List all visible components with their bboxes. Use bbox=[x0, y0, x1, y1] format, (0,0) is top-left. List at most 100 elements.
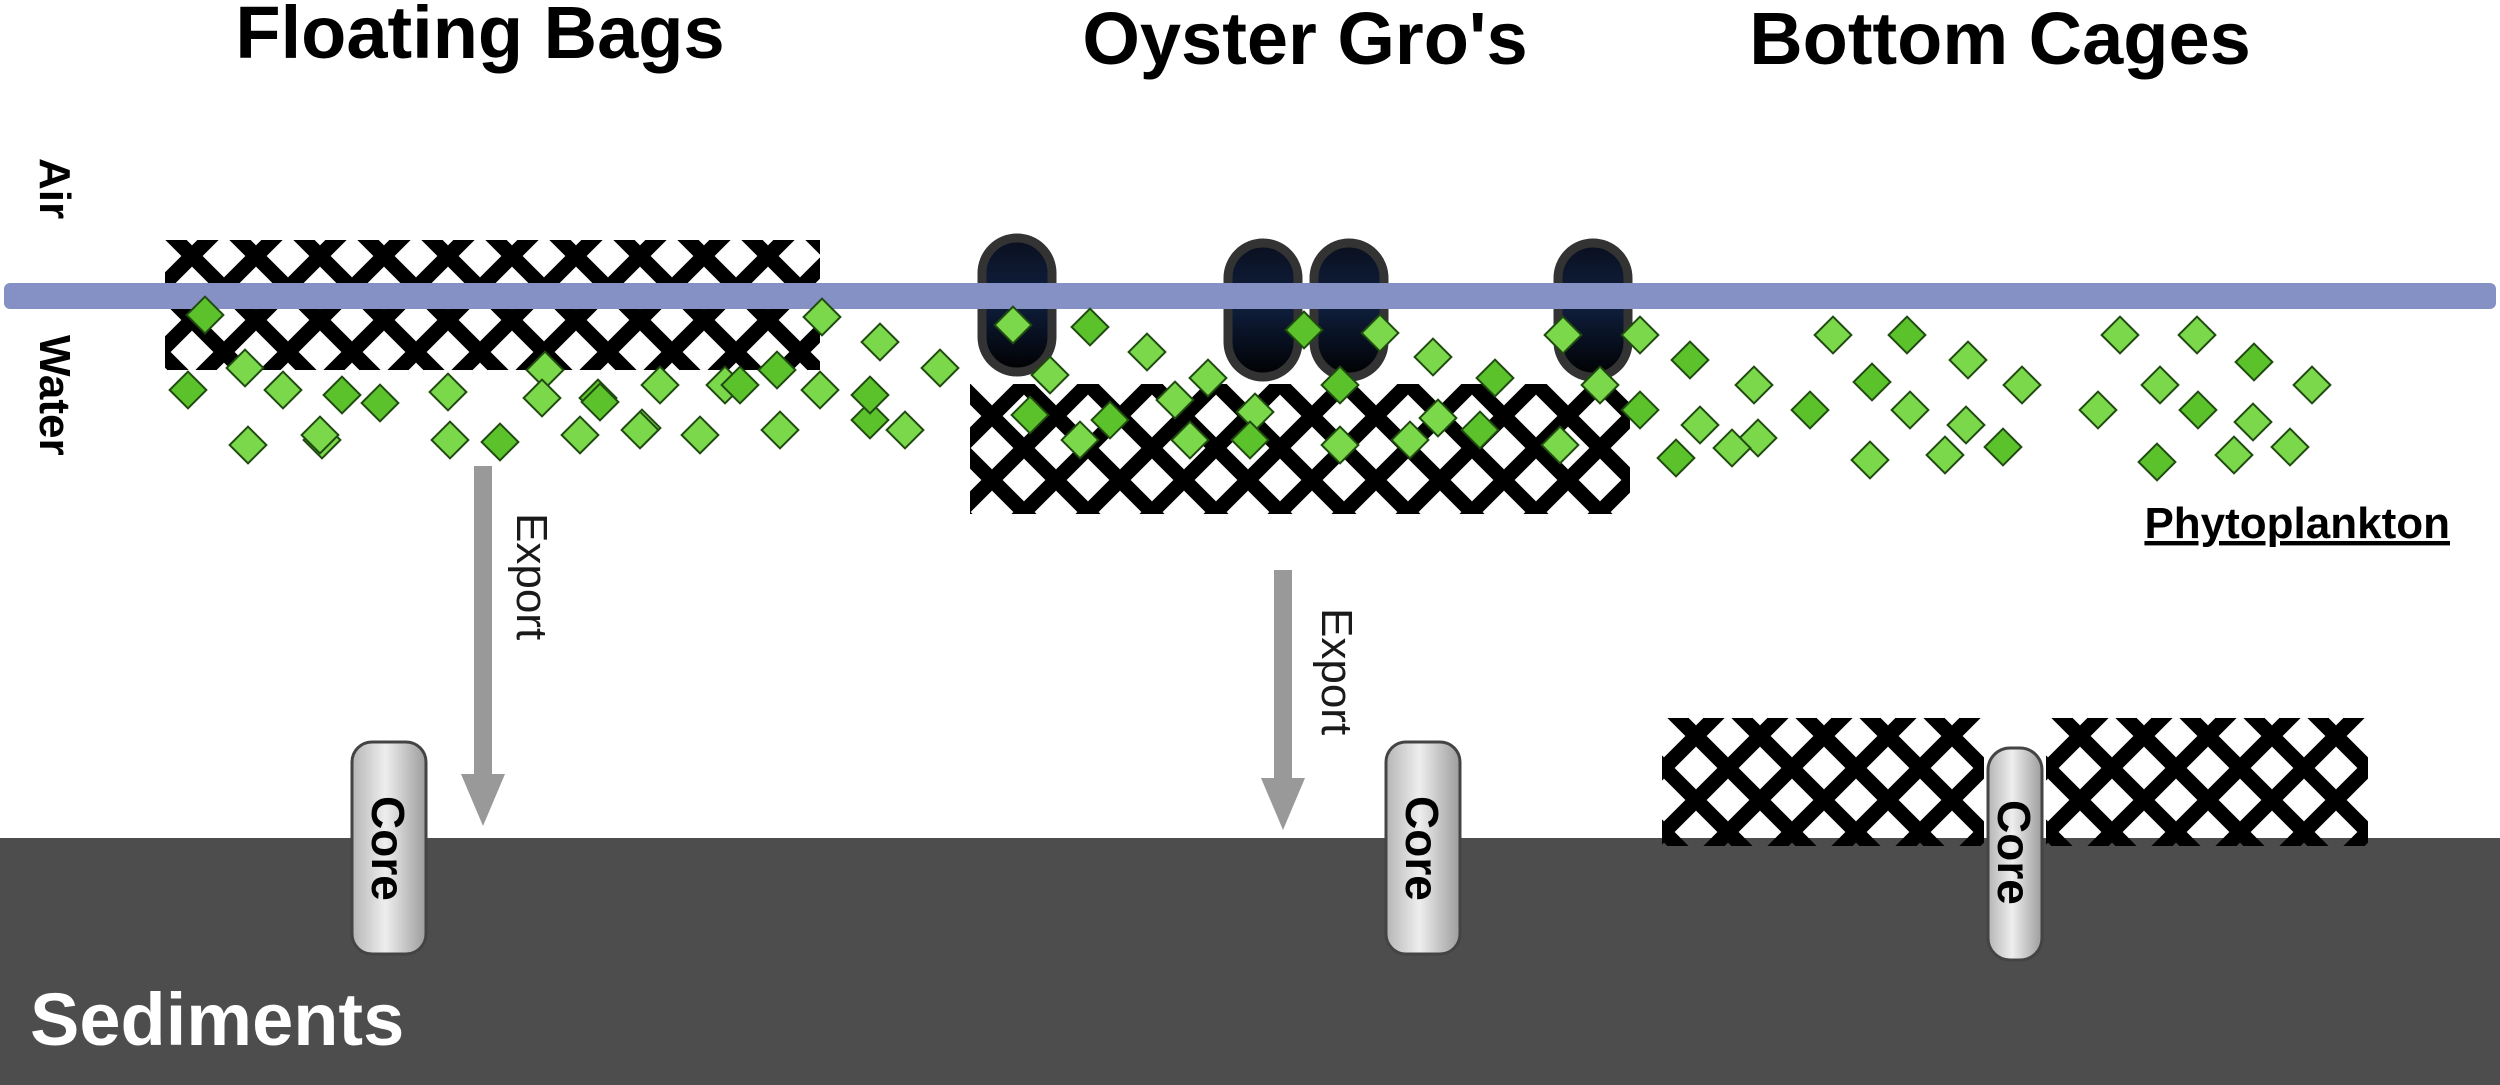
phytoplankton-particle bbox=[1127, 332, 1167, 372]
phytoplankton-particle bbox=[860, 322, 900, 362]
phytoplankton-particle bbox=[757, 350, 797, 390]
phytoplankton-particle bbox=[1948, 340, 1988, 380]
phytoplankton-particle bbox=[263, 370, 303, 410]
phytoplankton-particle bbox=[1360, 313, 1400, 353]
phytoplankton-particle bbox=[680, 415, 720, 455]
phytoplankton-particle bbox=[2137, 442, 2177, 482]
phytoplankton-particle bbox=[993, 305, 1033, 345]
bottom-cage-mesh-left bbox=[1662, 718, 1984, 846]
phytoplankton-particle bbox=[1060, 420, 1100, 460]
phytoplankton-particle bbox=[885, 410, 925, 450]
phytoplankton-particle bbox=[2078, 390, 2118, 430]
phytoplankton-particle bbox=[1320, 425, 1360, 465]
phytoplankton-particle bbox=[800, 370, 840, 410]
phytoplankton-particle bbox=[620, 410, 660, 450]
phytoplankton-particle bbox=[1790, 390, 1830, 430]
title-bottom-cages: Bottom Cages bbox=[1749, 0, 2251, 80]
phytoplankton-particle bbox=[1734, 365, 1774, 405]
float-3 bbox=[1309, 238, 1389, 382]
core-grows: Core bbox=[1384, 740, 1462, 956]
phytoplankton-particle bbox=[360, 383, 400, 423]
phytoplankton-particle bbox=[1656, 438, 1696, 478]
core-label-bottom: Core bbox=[1988, 800, 2040, 905]
phytoplankton-particle bbox=[2233, 402, 2273, 442]
phytoplankton-particle bbox=[1030, 355, 1070, 395]
phytoplankton-particle bbox=[2234, 342, 2274, 382]
phytoplankton-particle bbox=[802, 297, 842, 337]
core-floating: Core bbox=[350, 740, 428, 956]
phytoplankton-particles bbox=[168, 295, 2332, 482]
phytoplankton-particle bbox=[185, 295, 225, 335]
phytoplankton-particle bbox=[228, 425, 268, 465]
phytoplankton-particle bbox=[1543, 315, 1583, 355]
float-2 bbox=[1223, 238, 1303, 382]
phytoplankton-particle bbox=[1390, 420, 1430, 460]
phytoplankton-particle bbox=[430, 420, 470, 460]
export-arrow-grows bbox=[1261, 570, 1305, 830]
phytoplankton-particle bbox=[640, 365, 680, 405]
phytoplankton-particle bbox=[2140, 365, 2180, 405]
phytoplankton-particle bbox=[2100, 315, 2140, 355]
phytoplankton-particle bbox=[480, 422, 520, 462]
water-surface bbox=[4, 283, 2496, 309]
phytoplankton-particle bbox=[1070, 307, 1110, 347]
phytoplankton-particle bbox=[560, 415, 600, 455]
oyster-gro-mesh bbox=[970, 384, 1630, 514]
phytoplankton-particle bbox=[1670, 340, 1710, 380]
phytoplankton-particle bbox=[1712, 428, 1752, 468]
phytoplankton-particle bbox=[580, 382, 620, 422]
title-oyster-gros: Oyster Gro's bbox=[1082, 0, 1527, 80]
phytoplankton-particle bbox=[168, 370, 208, 410]
export-arrow-floating bbox=[461, 466, 505, 826]
phytoplankton-particle bbox=[1946, 405, 1986, 445]
phytoplankton-particle bbox=[1890, 390, 1930, 430]
phytoplankton-particle bbox=[1540, 425, 1580, 465]
phytoplankton-particle bbox=[1620, 390, 1660, 430]
phytoplankton-particle bbox=[1983, 427, 2023, 467]
phytoplankton-particle bbox=[2292, 365, 2332, 405]
phytoplankton-particle bbox=[1155, 380, 1195, 420]
core-bottom: Core bbox=[1986, 746, 2044, 962]
phytoplankton-particle bbox=[1580, 365, 1620, 405]
phytoplankton-particle bbox=[1852, 362, 1892, 402]
phytoplankton-particle bbox=[525, 350, 565, 390]
phytoplankton-particle bbox=[1090, 400, 1130, 440]
export-label-grows: Export bbox=[1312, 608, 1361, 735]
core-label-floating: Core bbox=[362, 796, 414, 901]
phytoplankton-particle bbox=[720, 365, 760, 405]
phytoplankton-particle bbox=[1188, 358, 1228, 398]
phytoplankton-particle bbox=[322, 375, 362, 415]
phytoplankton-particle bbox=[1475, 358, 1515, 398]
bottom-cage-mesh-right bbox=[2046, 718, 2368, 846]
phytoplankton-particle bbox=[760, 410, 800, 450]
phytoplankton-particle bbox=[2270, 427, 2310, 467]
phytoplankton-particle bbox=[1813, 315, 1853, 355]
phytoplankton-particle bbox=[920, 348, 960, 388]
core-label-grows: Core bbox=[1396, 796, 1448, 901]
phytoplankton-particle bbox=[2214, 435, 2254, 475]
phytoplankton-particle bbox=[428, 372, 468, 412]
phytoplankton-particle bbox=[1620, 315, 1660, 355]
phytoplankton-particle bbox=[1320, 365, 1360, 405]
phytoplankton-particle bbox=[1010, 395, 1050, 435]
phytoplankton-particle bbox=[1235, 392, 1275, 432]
oyster-gro-floats bbox=[977, 233, 1633, 382]
phytoplankton-particle bbox=[1925, 435, 1965, 475]
sediments-label: Sediments bbox=[30, 978, 404, 1061]
phytoplankton-particle bbox=[850, 375, 890, 415]
phytoplankton-label: Phytoplankton bbox=[2144, 499, 2450, 548]
phytoplankton-particle bbox=[1284, 310, 1324, 350]
phytoplankton-particle bbox=[1170, 420, 1210, 460]
phytoplankton-particle bbox=[1418, 398, 1458, 438]
phytoplankton-particle bbox=[522, 378, 562, 418]
phytoplankton-particle bbox=[1460, 410, 1500, 450]
phytoplankton-particle bbox=[1680, 405, 1720, 445]
title-floating-bags: Floating Bags bbox=[235, 0, 724, 74]
phytoplankton-particle bbox=[850, 400, 890, 440]
phytoplankton-particle bbox=[300, 415, 340, 455]
phytoplankton-particle bbox=[1413, 337, 1453, 377]
phytoplankton-particle bbox=[225, 348, 265, 388]
float-4 bbox=[1553, 238, 1633, 382]
phytoplankton-particle bbox=[2002, 365, 2042, 405]
